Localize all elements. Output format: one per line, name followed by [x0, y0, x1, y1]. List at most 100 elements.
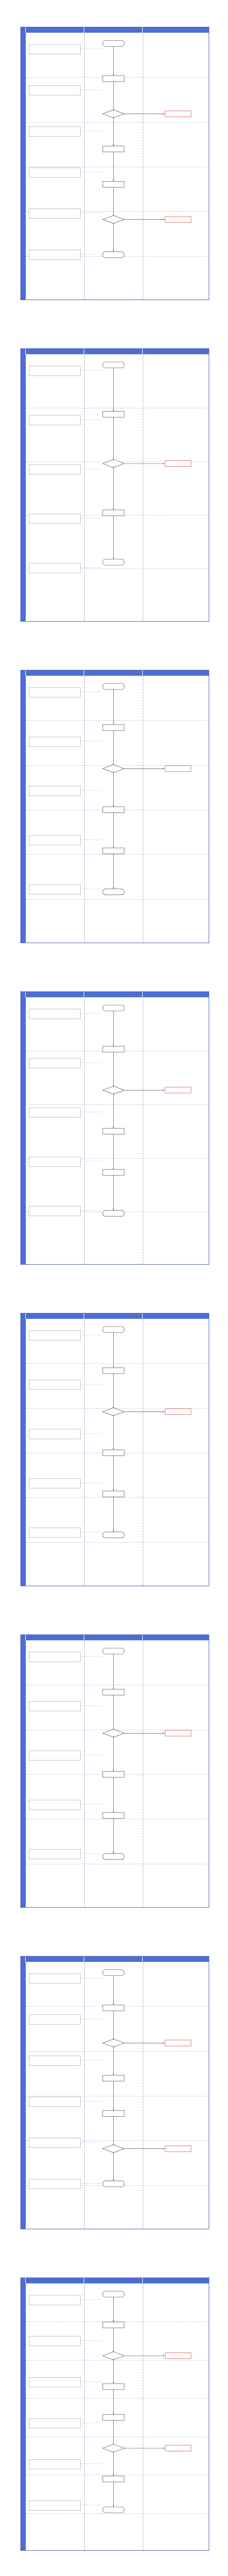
- lane-header: [143, 1635, 210, 1640]
- swimlane-frame: [20, 2278, 210, 2551]
- note-box: [28, 1009, 81, 1019]
- swimlane-frame: [20, 1634, 210, 1908]
- branch-node: [165, 1408, 192, 1415]
- lane-header: [143, 349, 210, 354]
- note-box: [28, 1478, 81, 1489]
- lane-header: [143, 1957, 210, 1962]
- swimlane-frame: [20, 991, 210, 1265]
- note-box: [28, 415, 81, 425]
- note-box: [28, 85, 81, 95]
- note-box: [28, 250, 81, 260]
- note-box: [28, 167, 81, 178]
- note-box: [28, 2295, 81, 2305]
- phase-divider: [26, 1363, 209, 1364]
- process-node: [102, 411, 124, 417]
- lane-header: [26, 670, 84, 676]
- flow-diagram: [28, 2291, 192, 2513]
- process-node: [102, 847, 124, 854]
- flowchart-section: [0, 1608, 228, 1929]
- branch-node: [165, 2040, 192, 2047]
- terminal-node: [102, 251, 124, 258]
- lane-divider: [84, 676, 85, 943]
- decision-node: [102, 215, 125, 224]
- terminal-node: [102, 1648, 124, 1654]
- terminal-node: [102, 683, 124, 690]
- note-box: [28, 1527, 81, 1538]
- flowchart-section: [0, 1286, 228, 1608]
- note-box: [28, 1849, 81, 1860]
- phase-divider: [26, 2360, 209, 2361]
- process-node: [102, 510, 124, 516]
- note-box: [28, 1973, 81, 1984]
- note-box: [28, 1750, 81, 1761]
- process-node: [102, 1812, 124, 1819]
- flow-diagram: [28, 1005, 192, 1217]
- process-node: [102, 2110, 124, 2117]
- lane-divider: [84, 997, 85, 1264]
- note-box: [28, 464, 81, 475]
- phase-column: [21, 33, 26, 300]
- lane-header: [143, 992, 210, 997]
- phase-divider: [26, 1542, 209, 1543]
- note-box: [28, 1206, 81, 1216]
- decision-node: [102, 1407, 125, 1416]
- note-box: [28, 208, 81, 219]
- phase-divider: [26, 122, 209, 123]
- decision-node: [102, 764, 125, 773]
- phase-divider: [26, 2140, 209, 2141]
- phase-column: [21, 676, 26, 943]
- note-box: [28, 2056, 81, 2066]
- branch-node: [165, 460, 192, 467]
- swimlane-frame: [20, 670, 210, 943]
- phase-divider: [26, 854, 209, 855]
- note-box: [28, 786, 81, 796]
- lane-header: [26, 1313, 84, 1319]
- note-box: [28, 1652, 81, 1662]
- flow-diagram: [28, 1648, 192, 1860]
- branch-node: [165, 765, 192, 772]
- swimlane-frame: [20, 348, 210, 622]
- swimlane-frame: [20, 1956, 210, 2229]
- process-node: [102, 1689, 124, 1696]
- note-box: [28, 2138, 81, 2148]
- lane-header: [143, 2278, 210, 2283]
- decision-node: [102, 1729, 125, 1738]
- lane-header-corner: [21, 670, 26, 676]
- lane-header: [26, 27, 84, 33]
- branch-node: [165, 2353, 192, 2359]
- branch-node: [165, 2145, 192, 2152]
- flow-diagram: [28, 1326, 192, 1539]
- process-node: [102, 2321, 124, 2328]
- phase-divider: [26, 1497, 209, 1498]
- lane-divider: [84, 33, 85, 300]
- process-node: [102, 146, 124, 152]
- process-node: [102, 1169, 124, 1176]
- terminal-node: [102, 888, 124, 895]
- flowchart-section: [0, 1929, 228, 2251]
- note-box: [28, 884, 81, 895]
- branch-node: [165, 216, 192, 223]
- process-node: [102, 1367, 124, 1374]
- note-box: [28, 2336, 81, 2346]
- branch-node: [165, 1730, 192, 1737]
- phase-divider: [26, 899, 209, 900]
- process-node: [102, 181, 124, 188]
- phase-column: [21, 997, 26, 1264]
- lane-divider: [84, 1319, 85, 1586]
- note-box: [28, 1058, 81, 1069]
- process-node: [102, 724, 124, 731]
- terminal-node: [102, 1326, 124, 1333]
- process-node: [102, 1128, 124, 1134]
- note-box: [28, 1800, 81, 1810]
- phase-divider: [26, 765, 209, 766]
- note-box: [28, 126, 81, 137]
- phase-divider: [26, 1408, 209, 1409]
- process-node: [102, 1450, 124, 1456]
- note-box: [28, 1429, 81, 1439]
- process-node: [102, 2476, 124, 2482]
- flowchart-section: [0, 2251, 228, 2572]
- lane-header: [26, 349, 84, 354]
- flowchart-section: [0, 0, 228, 322]
- note-box: [28, 2179, 81, 2189]
